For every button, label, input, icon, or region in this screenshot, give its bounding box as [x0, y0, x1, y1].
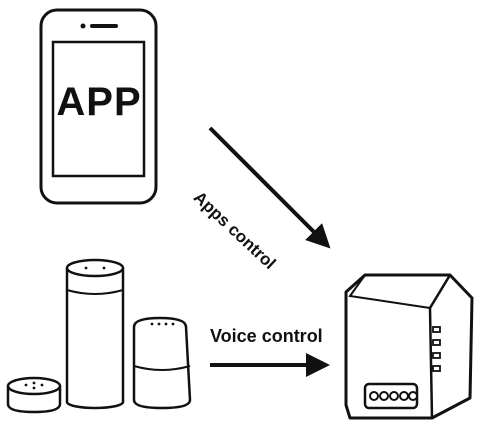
- smart-speaker-dot-icon: [6, 376, 62, 414]
- smart-switch-module-icon: [344, 273, 474, 420]
- smart-speaker-mini-icon: [132, 316, 192, 410]
- app-screen-label: APP: [56, 80, 142, 124]
- apps-control-arrow: [208, 126, 331, 249]
- smart-speaker-tall-icon: [65, 258, 125, 410]
- smartphone-icon: [39, 8, 158, 205]
- voice-control-label: Voice control: [210, 326, 323, 346]
